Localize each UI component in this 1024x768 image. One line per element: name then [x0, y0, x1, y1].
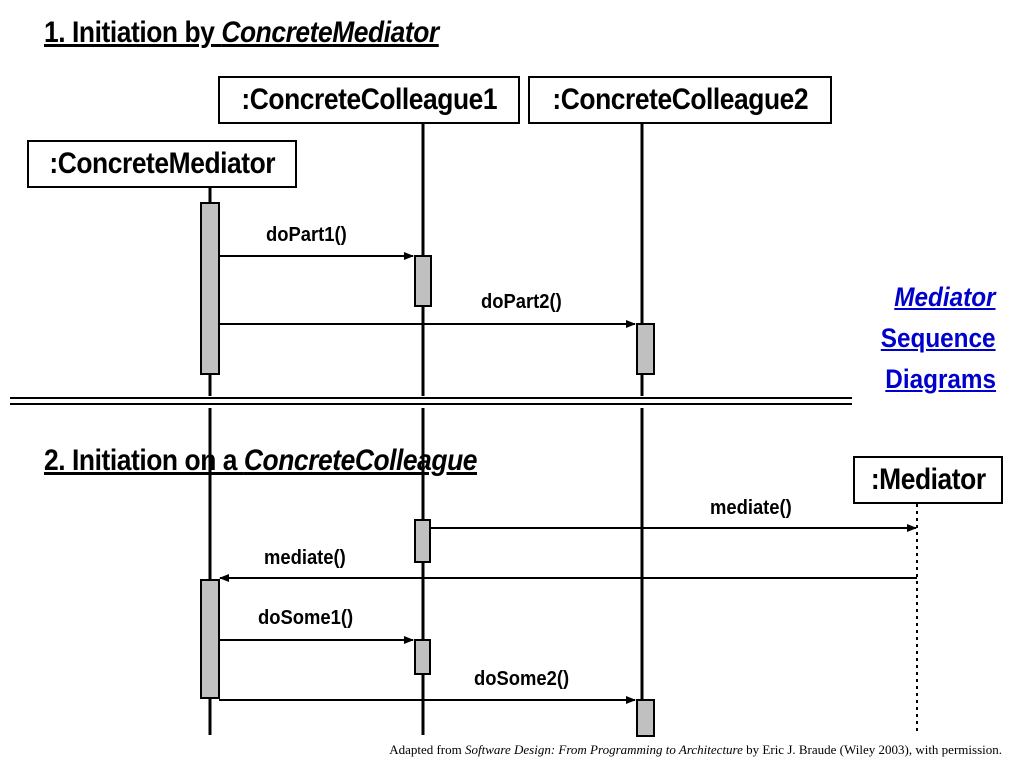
activation-concrete-mediator-1	[200, 202, 220, 375]
credit-prefix: Adapted from	[389, 742, 465, 757]
credit-book-title: Software Design: From Programming to Arc…	[465, 742, 743, 757]
activation-colleague2-1	[636, 323, 655, 375]
side-title-sequence-link[interactable]: Sequence	[881, 323, 996, 353]
activation-colleague1-3	[414, 639, 431, 675]
section2-heading-prefix: 2. Initiation on a	[44, 444, 244, 477]
activation-colleague1-1	[414, 255, 432, 307]
section1-heading-prefix: 1. Initiation by	[44, 16, 222, 49]
msg-dopart2-label: doPart2()	[481, 291, 562, 313]
side-title-diagrams-link[interactable]: Diagrams	[885, 364, 996, 394]
mediator-label: :Mediator	[870, 463, 986, 496]
section2-heading: 2. Initiation on a ConcreteColleague	[44, 444, 477, 478]
section1-heading-emph: ConcreteMediator	[221, 16, 439, 49]
activation-colleague2-2	[636, 699, 655, 737]
msg-dopart1-label: doPart1()	[266, 224, 347, 246]
mediator-box: :Mediator	[853, 456, 1003, 504]
concrete-colleague1-box: :ConcreteColleague1	[218, 76, 520, 124]
msg-mediate-left-label: mediate()	[264, 547, 346, 569]
concrete-colleague2-box: :ConcreteColleague2	[528, 76, 832, 124]
concrete-colleague1-label: :ConcreteColleague1	[241, 83, 497, 116]
section2-heading-emph: ConcreteColleague	[243, 444, 478, 477]
concrete-colleague2-label: :ConcreteColleague2	[552, 83, 808, 116]
section1-heading: 1. Initiation by ConcreteMediator	[44, 16, 439, 50]
msg-mediate-right-label: mediate()	[710, 497, 792, 519]
concrete-mediator-box: :ConcreteMediator	[27, 140, 297, 188]
credit-suffix: by Eric J. Braude (Wiley 2003), with per…	[742, 742, 1002, 757]
credit-line: Adapted from Software Design: From Progr…	[389, 742, 1002, 758]
concrete-mediator-label: :ConcreteMediator	[49, 147, 275, 180]
msg-dosome2-label: doSome2()	[474, 668, 570, 690]
activation-colleague1-2	[414, 519, 431, 563]
activation-concrete-mediator-2	[200, 579, 220, 699]
msg-dosome1-label: doSome1()	[258, 607, 354, 629]
side-title-mediator-link[interactable]: Mediator	[894, 282, 996, 312]
